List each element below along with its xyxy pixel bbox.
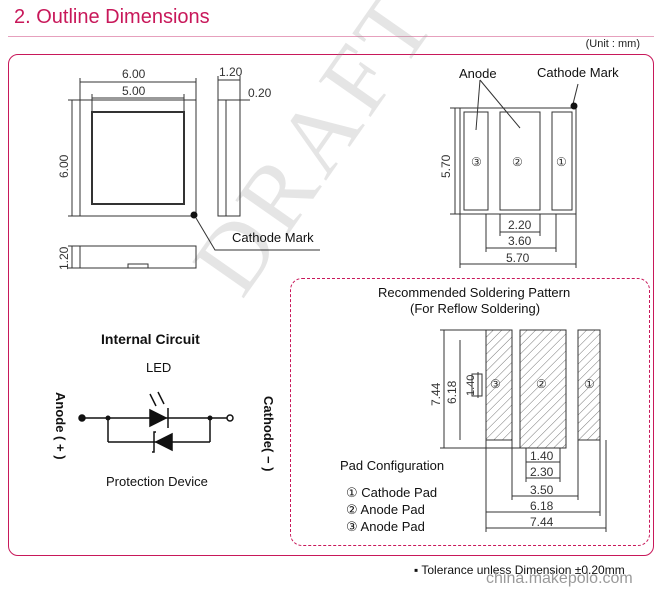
unit-note: (Unit : mm) xyxy=(585,38,640,50)
back-anode-label: Anode xyxy=(459,66,497,81)
bottom-side-body xyxy=(79,245,197,269)
top-view-inner xyxy=(91,111,185,205)
dim-sold-140-v: 1.40 xyxy=(465,375,477,396)
back-pad-1: ① xyxy=(556,155,567,169)
pad-config-3: ③ Anode Pad xyxy=(346,519,425,534)
dim-pad-span: 3.60 xyxy=(508,234,532,248)
outline-frame xyxy=(8,54,654,556)
top-view-outer xyxy=(79,99,197,217)
sold-pad-1: ① xyxy=(584,377,595,391)
dim-pad-center: 2.20 xyxy=(508,218,532,232)
title-divider xyxy=(8,36,654,37)
dim-side-step: 0.20 xyxy=(248,86,272,100)
dim-sold-618-h: 6.18 xyxy=(530,499,554,513)
sold-pad-2: ② xyxy=(536,377,547,391)
dim-sold-350: 3.50 xyxy=(530,483,554,497)
soldering-title-2: (For Reflow Soldering) xyxy=(410,301,541,316)
dim-sold-744-h: 7.44 xyxy=(530,515,554,529)
circuit-diagram xyxy=(78,391,234,453)
back-cathode-mark-label: Cathode Mark xyxy=(537,65,619,80)
dim-side-thickness: 1.20 xyxy=(219,65,243,79)
protection-device-label: Protection Device xyxy=(106,474,208,489)
circuit-anode-label: Anode ( + ) xyxy=(53,392,68,460)
page-title: 2. Outline Dimensions xyxy=(14,6,210,28)
dim-back-height: 5.70 xyxy=(439,154,453,178)
circuit-title: Internal Circuit xyxy=(101,331,200,347)
pad-config-2: ② Anode Pad xyxy=(346,502,425,517)
cathode-leader xyxy=(195,217,320,251)
led-label: LED xyxy=(146,360,172,375)
back-pad-3: ③ xyxy=(471,155,482,169)
back-view xyxy=(450,79,579,268)
top-cathode-mark-label: Cathode Mark xyxy=(232,230,314,245)
dim-top-outer: 6.00 xyxy=(122,67,146,81)
circuit-cathode-label: Cathode( − ) xyxy=(261,396,276,472)
soldering-pads xyxy=(471,329,601,449)
dim-sold-618-v: 6.18 xyxy=(445,380,459,404)
top-view xyxy=(68,78,197,217)
dim-top-height: 6.00 xyxy=(57,154,71,178)
dim-sold-230: 2.30 xyxy=(530,465,554,479)
sold-pad-3: ③ xyxy=(490,377,501,391)
dim-bottom-height: 1.20 xyxy=(57,246,71,270)
tolerance-note: ▪ Tolerance unless Dimension ±0.20mm xyxy=(414,563,625,577)
back-pad-2: ② xyxy=(512,155,523,169)
side-view-body xyxy=(217,99,241,217)
pad-config-1: ① Cathode Pad xyxy=(346,485,438,500)
dim-sold-140-h: 1.40 xyxy=(530,449,554,463)
soldering-frame xyxy=(290,278,650,546)
cathode-mark-dot xyxy=(190,211,198,219)
soldering-title-1: Recommended Soldering Pattern xyxy=(378,285,571,300)
dim-back-width: 5.70 xyxy=(506,251,530,265)
back-cathode-mark xyxy=(570,102,578,110)
dim-sold-744-v: 7.44 xyxy=(429,382,443,406)
pad-config-title: Pad Configuration xyxy=(340,458,445,473)
site-watermark: china.makepolo.com xyxy=(486,570,633,587)
dim-top-inner: 5.00 xyxy=(122,84,146,98)
